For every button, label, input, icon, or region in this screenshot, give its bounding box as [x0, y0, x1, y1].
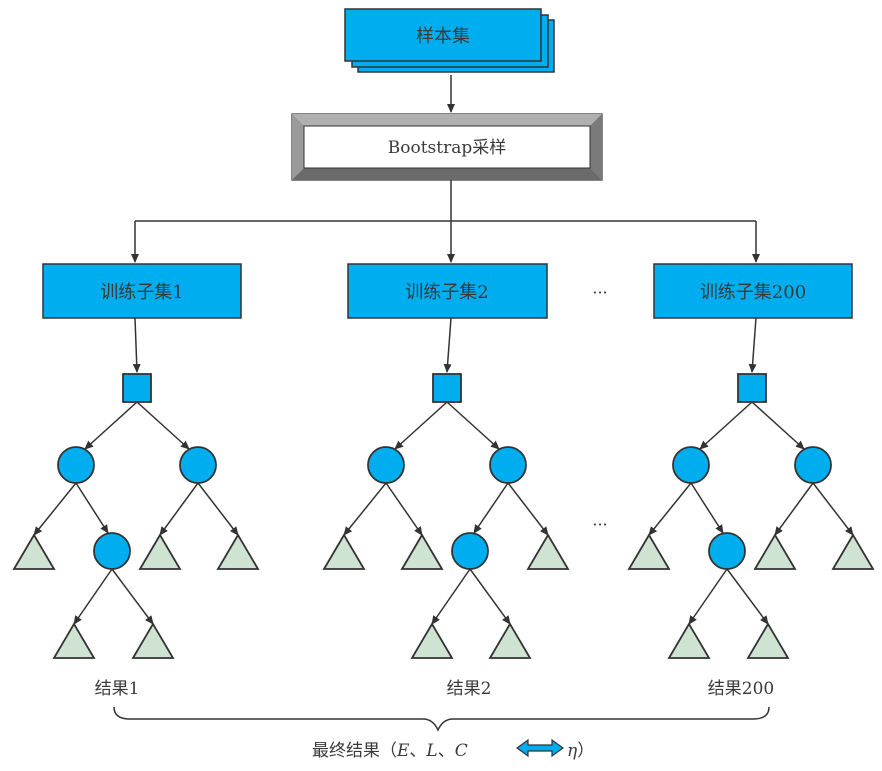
root-node	[432, 373, 462, 403]
subset-box	[653, 263, 853, 319]
bootstrap-node: Bootstrap采样	[291, 113, 603, 181]
decision-tree-2	[322, 317, 570, 659]
leaf-node	[526, 533, 570, 570]
leaf-node	[322, 533, 366, 570]
subset-label: 训练子集1	[100, 282, 183, 303]
tree-edge	[469, 568, 511, 625]
subset-label: 训练子集200	[700, 282, 806, 303]
aggregation-brace	[113, 706, 770, 732]
final-result: 最终结果（E、L、C η）	[312, 738, 594, 761]
tree-edge	[394, 401, 448, 450]
split-node	[489, 446, 527, 484]
subset-node-2: 训练子集2	[347, 263, 548, 319]
tree-edge	[111, 568, 154, 625]
tree-edge	[197, 482, 239, 536]
tree-edge	[774, 482, 814, 536]
tree-edge	[75, 482, 109, 534]
final-sep-1: 、	[409, 741, 426, 761]
decision-tree-3	[627, 317, 875, 659]
tree-edge	[751, 401, 805, 450]
split-node	[794, 446, 832, 484]
tree-edge	[136, 401, 190, 450]
bootstrap-bevel-right	[590, 114, 602, 180]
tree-edge	[431, 568, 471, 625]
sample-set-stack-front	[344, 8, 542, 62]
split-node	[179, 446, 217, 484]
final-prefix: 最终结果（	[312, 741, 397, 761]
split-node	[367, 446, 405, 484]
tree-edge	[812, 482, 854, 536]
final-var-e: E	[396, 741, 410, 761]
leaf-node	[753, 533, 797, 570]
subset-node-200: 训练子集200	[653, 263, 853, 319]
subset-node-1: 训练子集1	[42, 263, 242, 319]
leaf-node	[627, 533, 671, 570]
sample-set-node: 样本集	[344, 8, 555, 73]
split-node	[451, 532, 489, 570]
leaf-node	[410, 622, 454, 659]
leaf-node	[52, 622, 96, 659]
leaf-node	[488, 622, 532, 659]
final-var-eta: η	[567, 741, 578, 761]
tree-edge	[385, 482, 423, 536]
leaf-node	[831, 533, 875, 570]
split-node	[708, 532, 746, 570]
tree-ellipsis: ···	[592, 515, 607, 534]
tree-edge	[699, 401, 753, 450]
tree-edge	[507, 482, 549, 536]
tree-entry-arrow	[132, 317, 141, 373]
decision-trees	[12, 317, 875, 659]
tree-edge	[648, 482, 692, 536]
root-node	[122, 373, 152, 403]
subset-label: 训练子集2	[405, 282, 488, 303]
leaf-node	[746, 622, 790, 659]
final-result-text: 最终结果（E、L、C	[312, 741, 468, 761]
bootstrap-bevel-left	[292, 114, 304, 180]
subset-ellipsis: ···	[592, 283, 607, 302]
result-label-1: 结果1	[95, 679, 140, 699]
final-result-tail: η）	[567, 741, 594, 761]
tree-edge	[446, 401, 500, 450]
double-arrow-icon	[515, 738, 565, 758]
tree-edge	[688, 568, 728, 625]
decision-tree-1	[12, 317, 260, 659]
tree-edge	[33, 482, 77, 536]
tree-edge	[73, 568, 113, 625]
bootstrap-label: Bootstrap采样	[388, 138, 507, 158]
subset-box	[347, 263, 548, 319]
tree-entry-arrow	[748, 317, 757, 373]
final-var-c: C	[455, 741, 468, 761]
bootstrap-inner	[303, 125, 591, 169]
leaf-node	[216, 533, 260, 570]
split-node	[93, 532, 131, 570]
final-sep-2: 、	[438, 741, 455, 761]
tree-entry-arrow	[443, 317, 452, 373]
split-node	[672, 446, 710, 484]
result-label-2: 结果2	[447, 679, 492, 699]
tree-edge	[84, 401, 138, 450]
tree-edge	[159, 482, 199, 536]
tree-edge	[473, 482, 509, 534]
tree-edge	[726, 568, 769, 625]
leaf-node	[400, 533, 444, 570]
subset-box	[42, 263, 242, 319]
leaf-node	[131, 622, 175, 659]
bootstrap-bevel-top	[292, 114, 602, 126]
leaf-node	[12, 533, 56, 570]
leaf-node	[667, 622, 711, 659]
root-node	[737, 373, 767, 403]
sample-set-label: 样本集	[416, 26, 470, 47]
leaf-node	[138, 533, 182, 570]
split-node	[57, 446, 95, 484]
result-label-200: 结果200	[708, 679, 774, 699]
tree-edge	[343, 482, 387, 536]
bootstrap-bevel-bottom	[292, 168, 602, 180]
final-suffix: ）	[577, 741, 594, 761]
tree-edge	[690, 482, 724, 534]
final-var-l: L	[425, 741, 437, 761]
